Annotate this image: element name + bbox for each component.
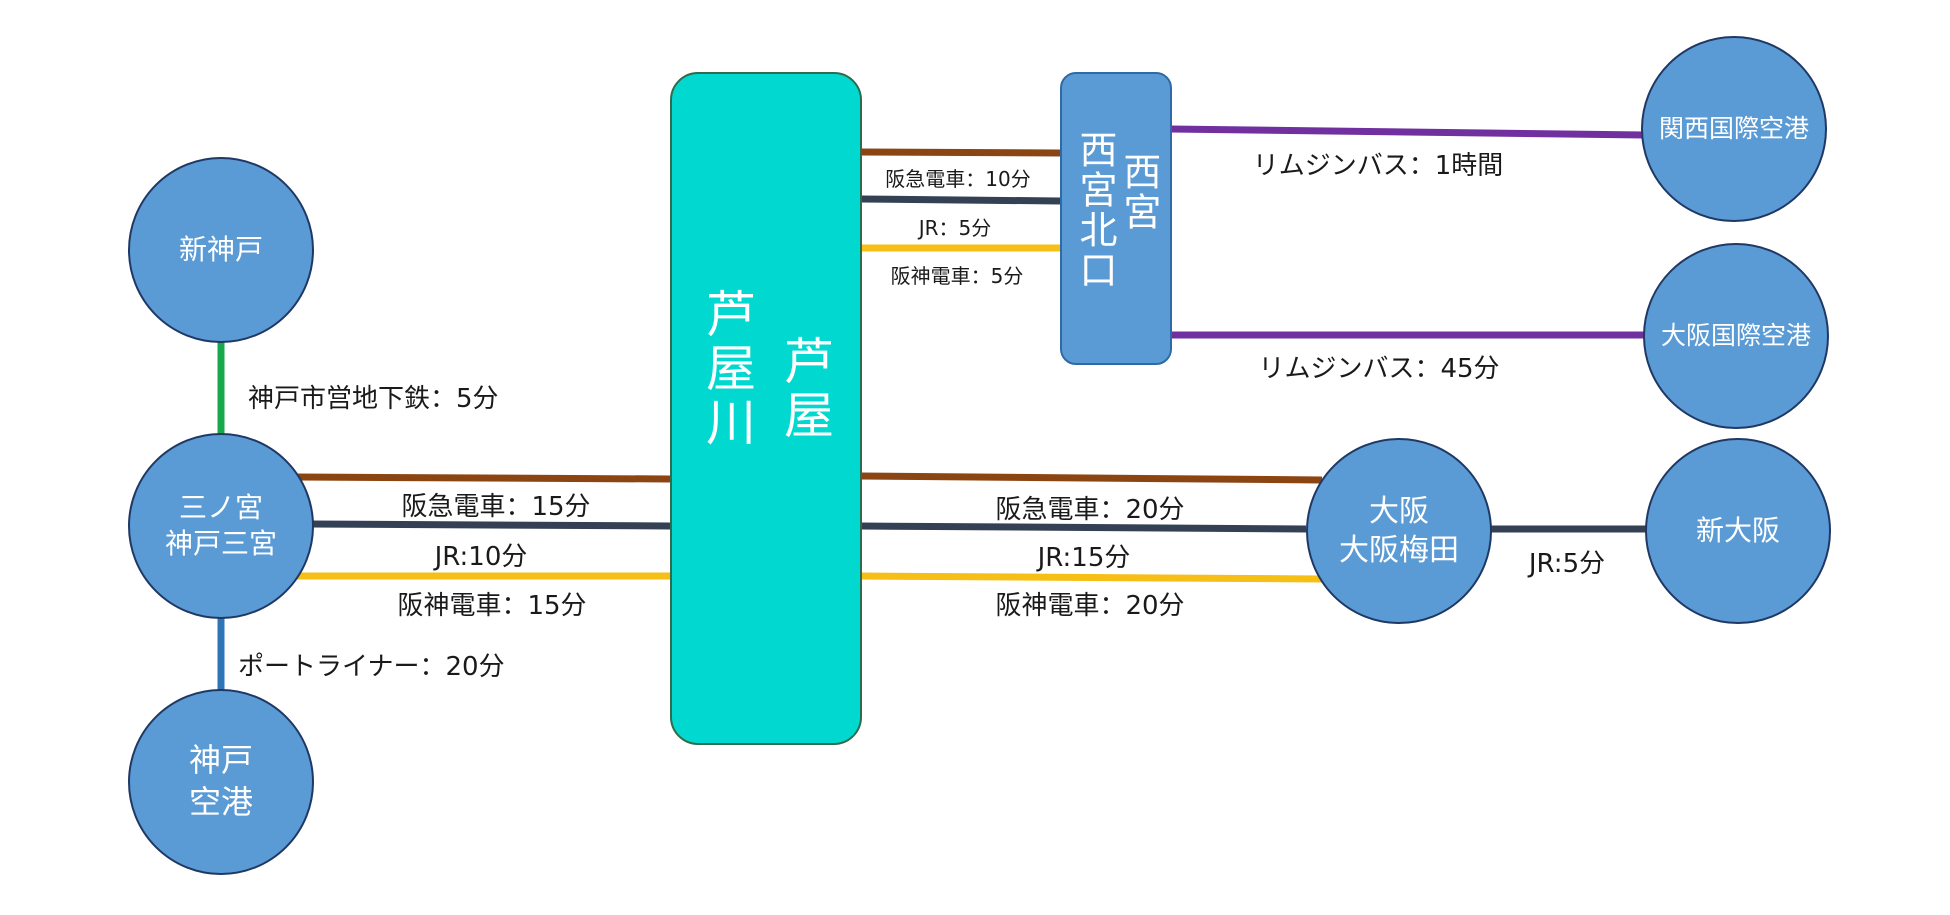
station-label: 新大阪 xyxy=(1695,513,1780,547)
nishinomiya-name: 西宮 xyxy=(1116,152,1161,232)
station-umeda[interactable]: 大阪 大阪梅田 xyxy=(1306,438,1492,624)
label-jr-shinosaka: JR:5分 xyxy=(1528,549,1606,579)
station-label: 大阪国際空港 xyxy=(1660,320,1811,350)
label-hanshin-umeda: 阪神電車：20分 xyxy=(995,591,1185,621)
hanshin-line-umeda xyxy=(859,572,1323,583)
label-jr-umeda: JR:15分 xyxy=(1037,543,1131,573)
station-label: 神戸 xyxy=(188,741,253,780)
ashiya-hub[interactable]: 芦屋 芦屋川 xyxy=(670,72,862,745)
hankyu-line-umeda xyxy=(859,472,1323,484)
station-label: 空港 xyxy=(188,783,253,821)
label-limo-kansai: リムジンバス：1時間 xyxy=(1252,151,1504,181)
station-itami-airport[interactable]: 大阪国際空港 xyxy=(1643,243,1829,429)
hub-name-ashiya: 芦屋 xyxy=(776,334,834,443)
station-label: 大阪 xyxy=(1369,494,1429,529)
label-limo-itami: リムジンバス：45分 xyxy=(1258,354,1500,384)
label-subway: 神戸市営地下鉄：5分 xyxy=(248,384,499,414)
hub-name-ashiyagawa: 芦屋川 xyxy=(698,287,756,450)
label-jr-nishi: JR：5分 xyxy=(918,216,992,240)
station-label: 三ノ宮 xyxy=(178,490,263,524)
station-sannomiya[interactable]: 三ノ宮 神戸三宮 xyxy=(128,433,314,619)
station-label: 関西国際空港 xyxy=(1658,113,1809,143)
station-kobe-airport[interactable]: 神戸 空港 xyxy=(128,689,314,875)
label-hankyu-sannomiya: 阪急電車：15分 xyxy=(401,492,591,522)
limousine-line-kansai xyxy=(1169,125,1645,139)
station-label: 大阪梅田 xyxy=(1339,533,1459,568)
hankyu-line-sannomiya xyxy=(296,473,671,483)
hankyu-line-nishi xyxy=(859,148,1061,157)
station-shin-osaka[interactable]: 新大阪 xyxy=(1645,438,1831,624)
jr-line-sannomiya xyxy=(307,520,671,530)
label-jr-sannomiya: JR:10分 xyxy=(434,542,528,572)
station-label: 神戸三宮 xyxy=(164,527,277,560)
label-hankyu-nishi: 阪急電車：10分 xyxy=(885,167,1031,191)
nishinomiya-station[interactable]: 西宮 西宮北口 xyxy=(1060,72,1172,365)
station-label: 新神戸 xyxy=(178,232,263,266)
label-hanshin-nishi: 阪神電車：5分 xyxy=(890,264,1024,288)
jr-line-nishi xyxy=(859,195,1061,205)
nishinomiya-kitaguchi-name: 西宮北口 xyxy=(1073,130,1117,290)
jr-line-umeda xyxy=(859,522,1307,533)
station-shinkobe[interactable]: 新神戸 xyxy=(128,157,314,343)
label-hanshin-sannomiya: 阪神電車：15分 xyxy=(397,591,587,621)
label-portliner: ポートライナー：20分 xyxy=(238,652,505,682)
label-hankyu-umeda: 阪急電車：20分 xyxy=(995,495,1185,525)
station-kansai-airport[interactable]: 関西国際空港 xyxy=(1641,36,1827,222)
